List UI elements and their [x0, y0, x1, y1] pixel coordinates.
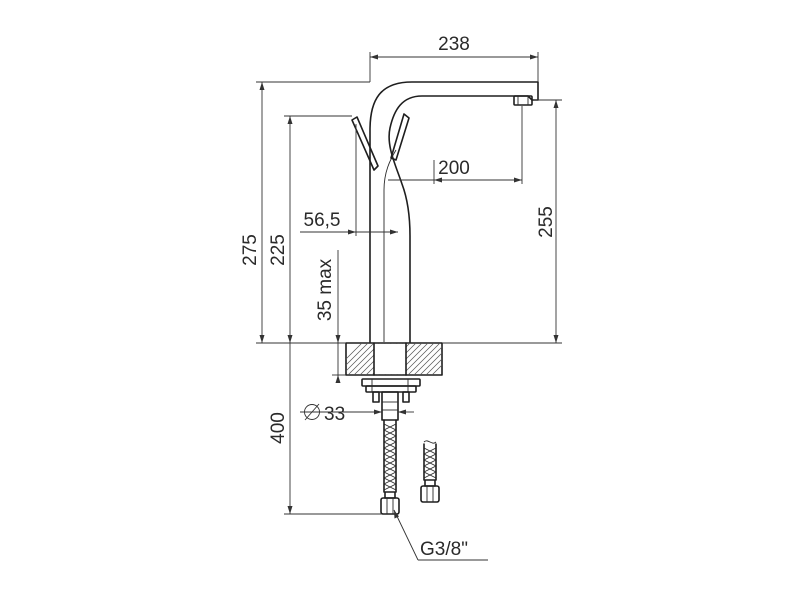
- dimension-200: 200: [388, 106, 523, 184]
- dimension-225: 225: [268, 115, 352, 343]
- aerator: [513, 95, 533, 106]
- flex-hose-right: [420, 440, 440, 503]
- dimension-56-5: 56,5: [300, 124, 398, 236]
- dimension-238-label: 238: [438, 34, 470, 55]
- dimension-56-5-label: 56,5: [304, 210, 341, 231]
- faucet-body: [351, 81, 539, 343]
- callout-thread: G3/8": [393, 509, 488, 561]
- dimension-400-label: 400: [268, 412, 289, 444]
- flex-hose-left: [380, 419, 400, 515]
- mounting-deck: [345, 342, 443, 376]
- lever-handle: [351, 116, 379, 171]
- dimension-200-label: 200: [438, 158, 470, 179]
- faucet-outline: [369, 81, 539, 343]
- lever-handle-rotated: [390, 113, 410, 161]
- callout-thread-label: G3/8": [420, 539, 468, 560]
- diameter-icon: [304, 403, 320, 421]
- dimension-35-max: 35 max: [315, 250, 346, 383]
- dimension-diameter-33: 33: [300, 403, 414, 425]
- dimension-255-label: 255: [536, 206, 557, 238]
- dimension-238: 238: [369, 34, 539, 82]
- dimension-275-label: 275: [240, 234, 261, 266]
- faucet-inner-line: [383, 149, 397, 342]
- dimension-225-label: 225: [268, 234, 289, 266]
- dimension-275: 275: [240, 81, 370, 344]
- dimension-400: 400: [268, 342, 382, 515]
- dimension-255: 255: [442, 99, 562, 344]
- fixing-nut: [361, 378, 421, 421]
- dimension-diameter-33-label: 33: [324, 404, 345, 425]
- dimension-35-max-label: 35 max: [315, 258, 336, 321]
